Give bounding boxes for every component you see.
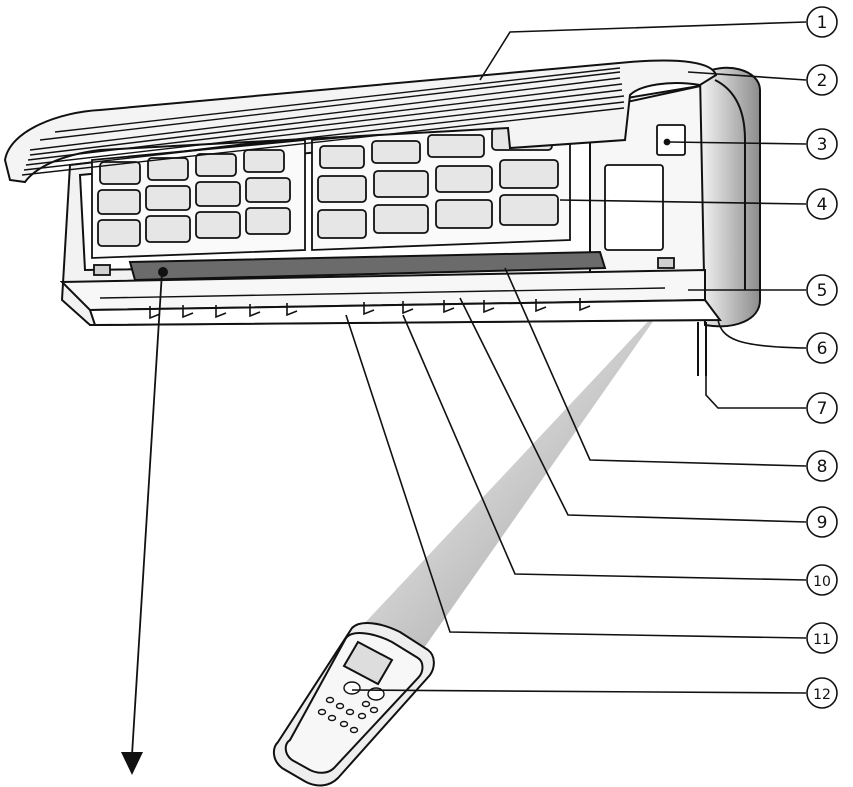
callout-circle — [806, 188, 838, 220]
filter-cell — [99, 161, 141, 185]
filter-cell — [435, 199, 493, 229]
leader-1 — [479, 21, 807, 81]
callout-circle — [806, 622, 838, 654]
filter-cell — [317, 209, 367, 239]
filter-cell — [245, 207, 291, 235]
callout-circle — [806, 332, 838, 364]
filter-cell — [195, 153, 237, 177]
filter-cell — [97, 219, 141, 247]
callout-circle — [806, 6, 838, 38]
filter-cell — [243, 149, 285, 173]
filter-cell — [145, 185, 191, 211]
callout-label-11: 11 — [813, 632, 831, 648]
leader-8 — [504, 267, 807, 467]
filter-cell — [317, 175, 367, 203]
filter-cell — [147, 157, 189, 181]
lower-section — [59, 250, 722, 327]
emergency-button-dot — [663, 138, 671, 146]
filter-cell — [427, 134, 485, 158]
filter-cell — [373, 170, 429, 198]
leader-3 — [669, 141, 807, 145]
callout-label-12: 12 — [813, 687, 831, 703]
filter-cell — [371, 140, 421, 164]
callout-label-3: 3 — [817, 135, 828, 155]
front-panel — [3, 59, 718, 184]
callout-circle — [806, 64, 838, 96]
leader-4 — [559, 199, 807, 205]
filter-slot — [604, 164, 664, 251]
airflow-arrow-line — [131, 271, 163, 756]
callout-label-6: 6 — [817, 339, 828, 359]
leader-2 — [687, 71, 807, 81]
filter-cell — [373, 204, 429, 234]
filter-cell — [245, 177, 291, 203]
callout-label-9: 9 — [817, 513, 828, 533]
callout-label-8: 8 — [817, 457, 828, 477]
drain-pipe — [697, 322, 707, 376]
callout-label-4: 4 — [817, 195, 828, 215]
callout-circle — [806, 392, 838, 424]
callout-circle — [806, 564, 838, 596]
remote-buttons — [317, 681, 385, 734]
emergency-switch — [656, 124, 686, 156]
leader-12 — [351, 689, 807, 694]
callout-circle — [806, 506, 838, 538]
leader-9 — [459, 297, 807, 523]
filter-cell — [499, 159, 559, 189]
filter-cell — [97, 189, 141, 215]
filter-cell — [435, 165, 493, 193]
callout-circle — [806, 677, 838, 709]
airflow-origin-dot — [158, 267, 168, 277]
airflow-arrowhead — [121, 752, 143, 775]
right-end-cap — [698, 66, 761, 328]
filter-cell — [499, 194, 559, 226]
clip-left — [93, 264, 111, 276]
callout-circle — [806, 128, 838, 160]
deflector-lip — [99, 287, 666, 299]
clip-right — [657, 257, 675, 269]
remote-display — [342, 640, 394, 686]
leader-7 — [705, 376, 806, 409]
leader-10 — [402, 314, 807, 581]
filter-cell — [319, 145, 365, 169]
leader-lines — [345, 21, 807, 694]
remote-signal-beam — [330, 300, 668, 675]
callout-label-7: 7 — [817, 399, 828, 419]
callout-labels: 1 2 3 4 5 6 7 8 9 10 11 12 — [813, 13, 831, 703]
filter-cell — [195, 181, 241, 207]
leader-11 — [345, 314, 807, 639]
leader-6 — [717, 319, 807, 349]
air-filters — [91, 117, 571, 259]
callout-circle — [806, 274, 838, 306]
filter-cell — [145, 215, 191, 243]
callouts — [806, 6, 838, 709]
discharge-opening — [128, 250, 607, 282]
callout-label-1: 1 — [817, 13, 828, 33]
callout-label-2: 2 — [817, 71, 828, 91]
callout-label-10: 10 — [813, 574, 831, 590]
callout-label-5: 5 — [817, 281, 828, 301]
filter-cell — [195, 211, 241, 239]
callout-circle — [806, 450, 838, 482]
airflow-arrow — [121, 267, 168, 775]
end-cap-edge — [714, 79, 746, 290]
remote-control — [272, 622, 435, 787]
front-panel-grille — [21, 67, 625, 176]
vertical-louvers — [149, 298, 591, 320]
